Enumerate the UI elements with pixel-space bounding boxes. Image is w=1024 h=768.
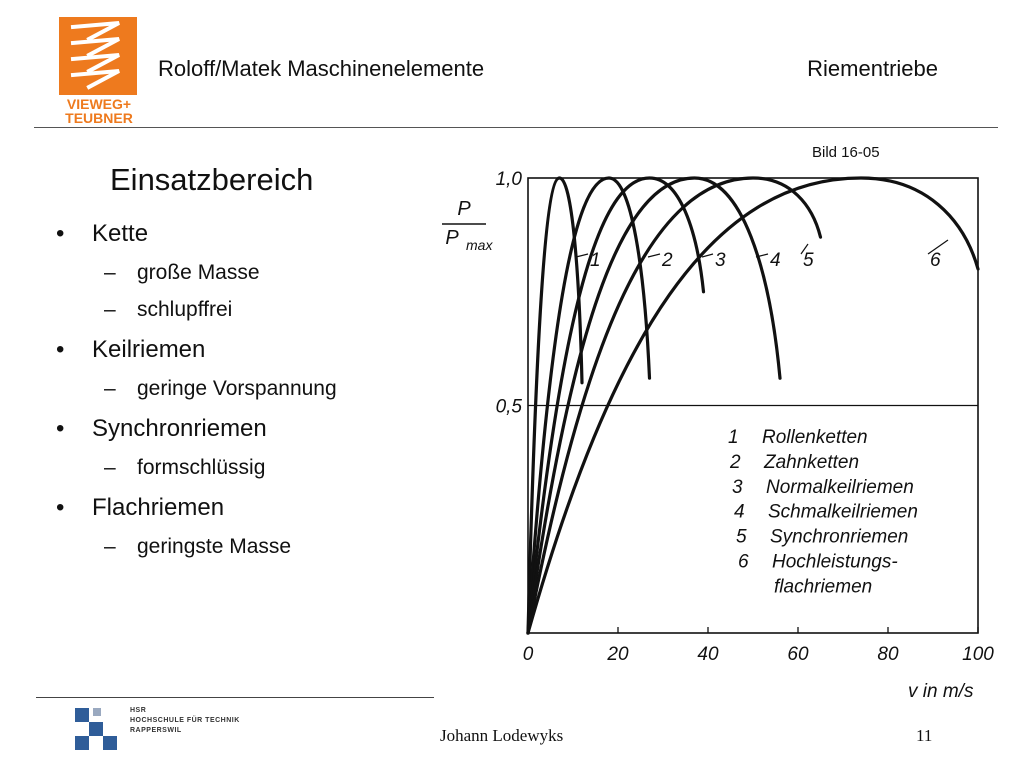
series-3-label: 3 bbox=[715, 250, 726, 271]
series-2-curve bbox=[526, 176, 652, 635]
legend-item-number: 5 bbox=[736, 527, 747, 548]
y-axis-label-numerator: P bbox=[457, 198, 471, 220]
series-6-label: 6 bbox=[930, 250, 941, 271]
series-1-curve bbox=[526, 176, 584, 635]
series-6-leader bbox=[927, 239, 949, 255]
series-3-leader bbox=[701, 253, 714, 258]
sub-bullet-item: –schlupffrei bbox=[104, 298, 232, 322]
legend-item-text: Hochleistungs- bbox=[772, 552, 898, 573]
y-axis-label-subscript: max bbox=[466, 237, 493, 253]
sub-bullet-label: schlupffrei bbox=[137, 298, 233, 321]
sub-bullet-dash: – bbox=[104, 377, 116, 400]
bullet-label: Synchronriemen bbox=[92, 415, 267, 442]
bullet-dot: • bbox=[56, 415, 65, 442]
series-6-curve bbox=[526, 176, 980, 635]
series-2-label: 2 bbox=[661, 250, 673, 271]
sub-bullet-item: –große Masse bbox=[104, 261, 260, 285]
bullet-item: • Synchronriemen bbox=[56, 415, 267, 443]
y-axis-label-denominator: P bbox=[445, 227, 459, 249]
x-tick-label: 60 bbox=[787, 644, 809, 665]
series-4-curve bbox=[526, 176, 782, 635]
header-divider bbox=[34, 127, 998, 128]
series-4-label: 4 bbox=[770, 250, 781, 271]
x-tick-label: 0 bbox=[523, 644, 534, 665]
series-3-curve bbox=[526, 176, 706, 635]
series-5-curve bbox=[526, 176, 823, 635]
legend-item-text: Schmalkeilriemen bbox=[768, 502, 918, 523]
legend-item-text: Zahnketten bbox=[763, 452, 859, 473]
bullet-dot: • bbox=[56, 494, 65, 521]
y-tick-label: 1,0 bbox=[496, 169, 523, 190]
legend-item-number: 3 bbox=[732, 477, 743, 498]
legend-item-text: Normalkeilriemen bbox=[766, 477, 914, 498]
bullet-dot: • bbox=[56, 336, 65, 363]
logo-text-line2: TEUBNER bbox=[65, 110, 133, 126]
hsr-line3: RAPPERSWIL bbox=[130, 727, 182, 734]
sub-bullet-item: –formschlüssig bbox=[104, 456, 265, 480]
sub-bullet-dash: – bbox=[104, 456, 116, 479]
bullet-item: • Kette bbox=[56, 220, 148, 248]
book-title: Roloff/Matek Maschinenelemente bbox=[158, 56, 485, 81]
series-5-leader bbox=[800, 243, 809, 255]
y-tick-label: 0,5 bbox=[496, 397, 523, 418]
hsr-line1: HSR bbox=[130, 707, 147, 714]
legend-item-number: 6 bbox=[738, 552, 749, 573]
publisher-logo bbox=[59, 17, 137, 95]
page-number: 11 bbox=[916, 726, 933, 745]
sub-bullet-item: –geringe Vorspannung bbox=[104, 377, 337, 401]
chapter-topic: Riementriebe bbox=[807, 56, 938, 81]
bullet-dot: • bbox=[56, 220, 65, 247]
logo-text-line1: VIEWEG+ bbox=[66, 96, 132, 112]
legend-item-text: Rollenketten bbox=[762, 427, 868, 448]
series-5-label: 5 bbox=[803, 250, 814, 271]
legend-item-number: 1 bbox=[728, 427, 739, 448]
legend-item-text: flachriemen bbox=[774, 576, 872, 597]
logo-stripes-icon bbox=[70, 21, 120, 90]
bullet-label: Kette bbox=[92, 220, 149, 247]
sub-bullet-item: –geringste Masse bbox=[104, 535, 291, 559]
slide-title: Einsatzbereich bbox=[110, 162, 314, 197]
legend-item-number: 2 bbox=[729, 452, 741, 473]
bullet-item: • Keilriemen bbox=[56, 336, 205, 364]
footer-divider bbox=[36, 697, 434, 698]
bullet-label: Flachriemen bbox=[92, 494, 225, 521]
legend-item-text: Synchronriemen bbox=[770, 527, 908, 548]
x-tick-label: 40 bbox=[697, 644, 719, 665]
sub-bullet-label: große Masse bbox=[137, 261, 260, 284]
sub-bullet-label: geringe Vorspannung bbox=[137, 377, 337, 400]
sub-bullet-dash: – bbox=[104, 298, 116, 321]
sub-bullet-label: geringste Masse bbox=[137, 535, 292, 558]
hsr-logo-icon bbox=[75, 708, 117, 750]
legend-item-number: 4 bbox=[734, 502, 745, 523]
hsr-line2: HOCHSCHULE FÜR TECHNIK bbox=[130, 717, 240, 724]
x-tick-label: 100 bbox=[962, 644, 994, 665]
bullet-label: Keilriemen bbox=[92, 336, 206, 363]
sub-bullet-dash: – bbox=[104, 261, 116, 284]
x-tick-label: 80 bbox=[877, 644, 899, 665]
series-1-label: 1 bbox=[590, 250, 601, 271]
series-2-leader bbox=[647, 253, 661, 258]
figure-label: Bild 16-05 bbox=[812, 144, 880, 161]
sub-bullet-dash: – bbox=[104, 535, 116, 558]
series-1-leader bbox=[575, 253, 589, 258]
x-tick-label: 20 bbox=[606, 644, 629, 665]
series-4-leader bbox=[755, 253, 769, 258]
bullet-item: • Flachriemen bbox=[56, 494, 224, 522]
sub-bullet-label: formschlüssig bbox=[137, 456, 266, 479]
footer-author: Johann Lodewyks bbox=[440, 726, 564, 745]
x-axis-label: v in m/s bbox=[908, 681, 974, 700]
